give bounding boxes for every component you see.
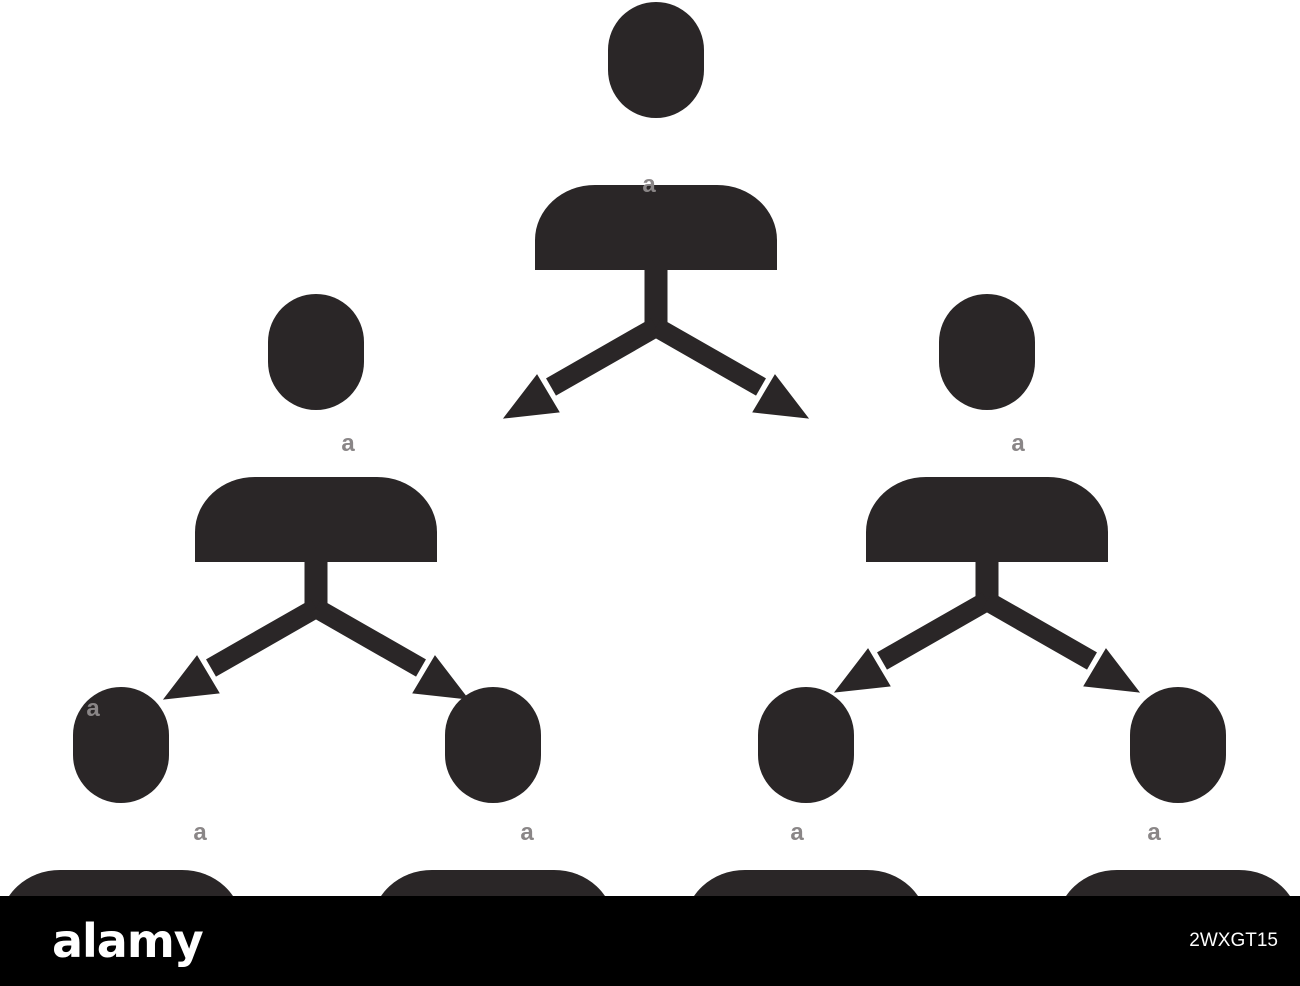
watermark-glyph: a <box>790 819 804 846</box>
watermark-glyph: a <box>341 430 355 457</box>
watermark-layer: a a a a a a a a <box>86 171 1161 846</box>
hierarchy-diagram: a a a a a a a a <box>0 2 1299 896</box>
watermark-glyph: a <box>642 171 656 198</box>
watermark-glyph: a <box>193 819 207 846</box>
watermark-glyph: a <box>520 819 534 846</box>
brand-logo: alamy <box>52 914 204 968</box>
watermark-glyph: a <box>1147 819 1161 846</box>
icon-layer <box>0 2 1299 896</box>
footer-bar: alamy 2WXGT15 <box>0 896 1300 986</box>
person-icon-level3-2 <box>372 687 614 896</box>
watermark-glyph: a <box>1011 430 1025 457</box>
person-icon-level3-4 <box>1057 687 1299 896</box>
image-id-label: 2WXGT15 <box>1189 930 1278 951</box>
person-icon-level3-3 <box>685 687 927 896</box>
person-icon-top <box>535 2 777 270</box>
watermark-glyph: a <box>86 695 100 722</box>
person-icon-level3-1 <box>0 687 242 896</box>
